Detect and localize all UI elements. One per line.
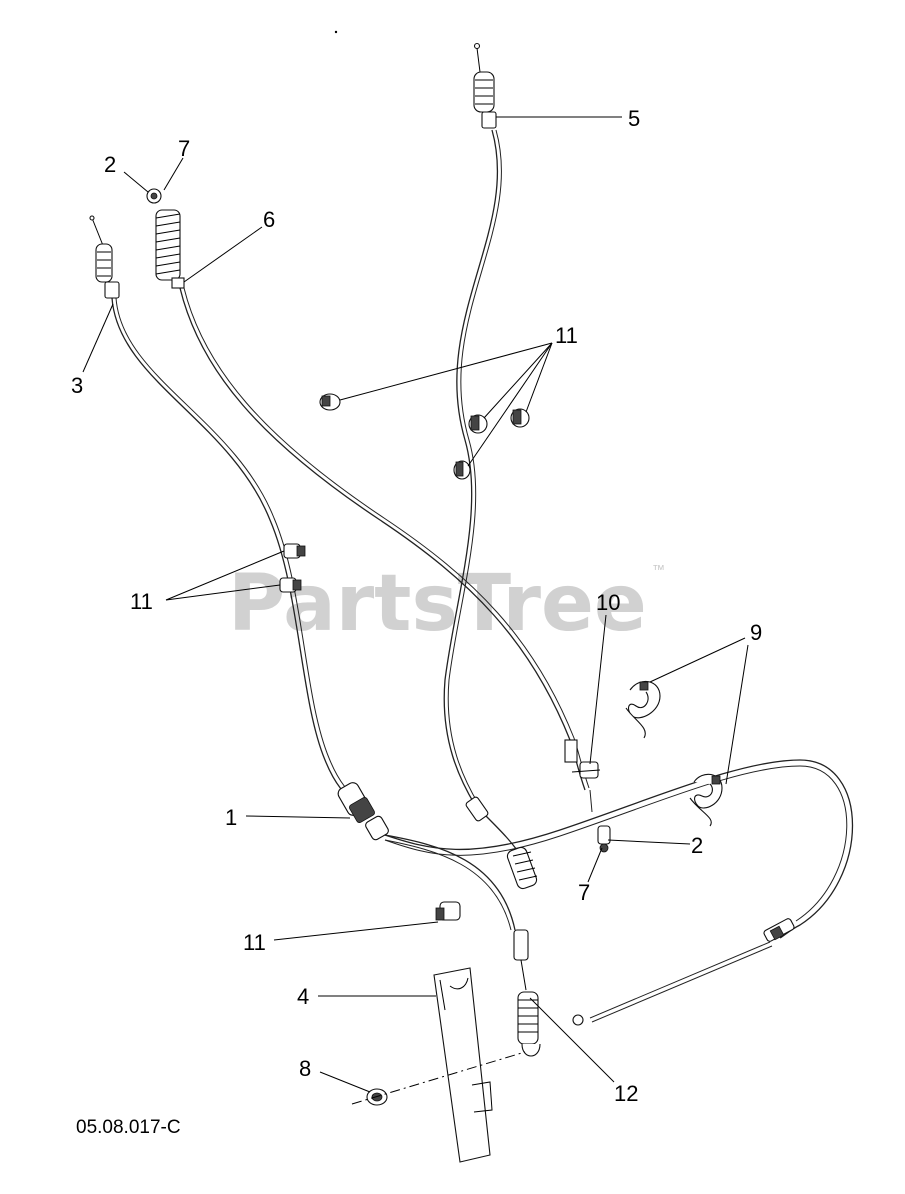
watermark-trademark: ™ — [652, 562, 665, 577]
callout-2-top: 2 — [104, 152, 116, 177]
cable-5-end-fitting — [473, 42, 497, 129]
bracket-4 — [433, 967, 493, 1163]
callout-7-top: 7 — [178, 136, 190, 161]
callout-6: 6 — [263, 207, 275, 232]
cable-1-end-fitting — [572, 918, 795, 1026]
callout-10: 10 — [596, 590, 620, 615]
cable-6-end-fitting — [146, 188, 185, 289]
clip-11-d — [283, 543, 306, 559]
cable-5-inner — [447, 129, 502, 806]
stray-dot — [334, 30, 338, 34]
callout-5: 5 — [628, 106, 640, 131]
cable-1-rod-b — [591, 945, 773, 1023]
clip-11-b — [510, 408, 530, 428]
callout-7-right: 7 — [578, 880, 590, 905]
clip-11-a — [468, 414, 488, 434]
callout-12: 12 — [614, 1081, 638, 1106]
cable-6-inner — [183, 287, 590, 789]
cable-clamp-9-a — [625, 680, 661, 739]
cable-junction-1 — [337, 782, 389, 841]
cable-3 — [111, 297, 361, 809]
callout-11-upper: 11 — [555, 323, 578, 348]
spring-lower-middle — [506, 846, 538, 890]
cable-1-branch-inner — [384, 839, 512, 931]
cable-clamp-9-b — [689, 773, 723, 827]
callout-4: 4 — [297, 984, 309, 1009]
spring-12 — [513, 929, 541, 1057]
callout-11-left: 11 — [130, 589, 153, 614]
leader-lines — [82, 116, 749, 1093]
callout-1: 1 — [225, 805, 237, 830]
callout-9: 9 — [750, 620, 762, 645]
cable-6 — [179, 287, 586, 791]
figure-code: 05.08.017-C — [76, 1117, 181, 1138]
cable-5 — [443, 129, 499, 806]
cable-5-lower-fitting — [465, 796, 489, 822]
clip-11-loose — [319, 393, 341, 411]
cable-1-loop — [384, 759, 853, 939]
clip-11-e — [279, 577, 302, 593]
clip-11-f — [435, 901, 461, 921]
bracket-10 — [564, 739, 601, 779]
cable-3-end-fitting — [89, 215, 120, 299]
clip-11-c — [453, 460, 471, 480]
callout-2-right: 2 — [691, 833, 703, 858]
callout-3: 3 — [71, 373, 83, 398]
cable-1-rod — [589, 941, 771, 1019]
cable-1-branch — [384, 834, 516, 931]
callout-11-lower: 11 — [243, 930, 266, 955]
callout-8: 8 — [299, 1056, 311, 1081]
adjuster-2-right — [597, 825, 611, 853]
cable-1-loop-inner — [384, 765, 848, 922]
bracket-link — [589, 789, 593, 813]
cable-3-inner — [115, 297, 365, 807]
